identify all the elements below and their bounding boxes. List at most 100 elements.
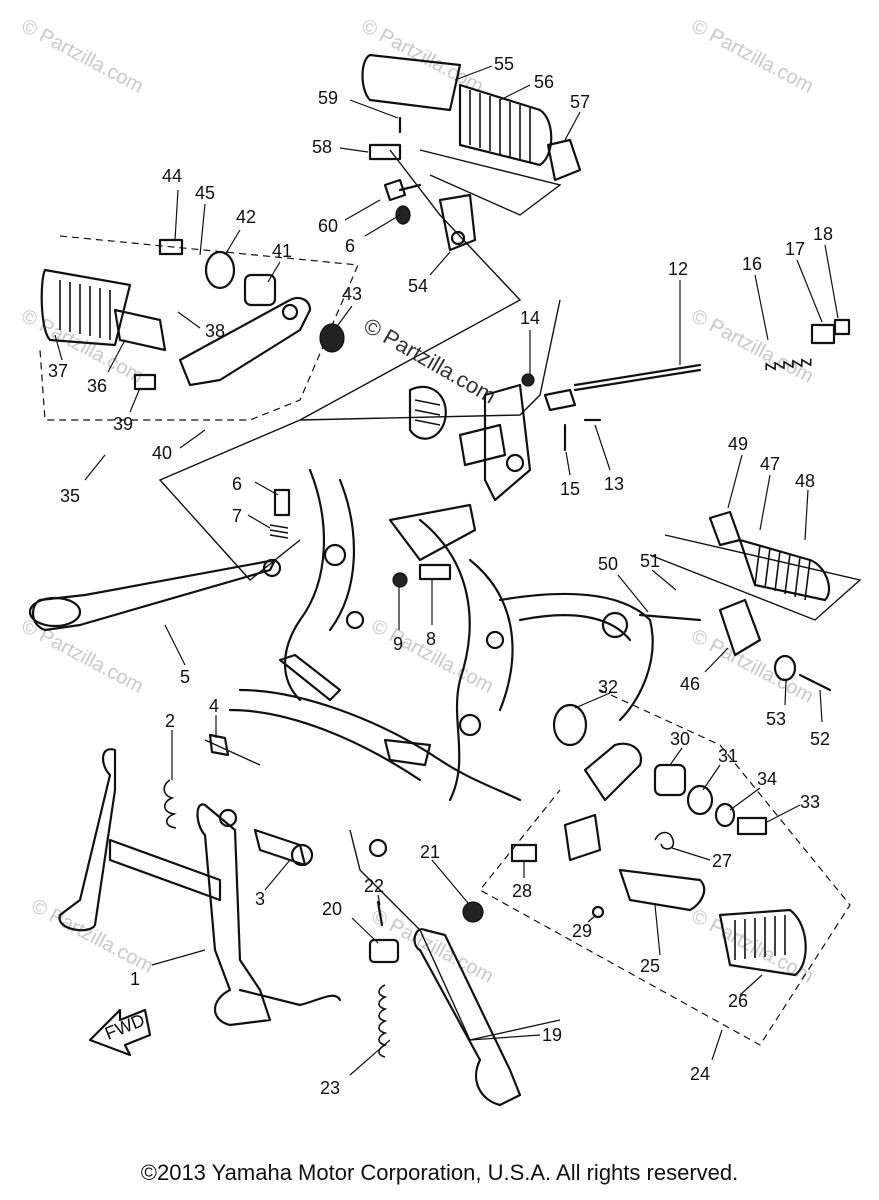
callout-59: 59 <box>318 88 338 108</box>
leader-17 <box>796 259 823 323</box>
callout-39: 39 <box>113 414 133 434</box>
frame-hole <box>323 543 347 567</box>
front-footrest-bracket <box>718 598 762 657</box>
leader-19 <box>469 1034 541 1041</box>
leader-16 <box>754 274 769 341</box>
rear-footrest-left <box>40 238 345 391</box>
watermark: © Partzilla.com <box>688 15 817 98</box>
pin-22 <box>376 900 384 927</box>
pin-39 <box>133 373 157 391</box>
leader-54 <box>429 251 451 276</box>
arm-hole <box>281 303 299 321</box>
callout-41: 41 <box>272 241 292 261</box>
main-stand-kick-arm <box>238 988 342 1007</box>
brake-rod-assembly <box>543 318 851 412</box>
brake-rod <box>573 368 702 392</box>
washer-34 <box>714 802 736 828</box>
forward-direction-arrow: FWD <box>88 1008 152 1057</box>
callout-2: 2 <box>165 711 175 731</box>
footrest-cap <box>546 138 582 182</box>
leader-6a <box>254 481 279 496</box>
brake-nut <box>833 318 851 336</box>
leader-41 <box>267 261 281 283</box>
leader-55 <box>454 65 493 81</box>
leader-43 <box>337 305 353 326</box>
leader-7 <box>247 514 271 529</box>
callout-40: 40 <box>152 443 172 463</box>
callout-48: 48 <box>795 471 815 491</box>
callout-7: 7 <box>232 506 242 526</box>
leader-29 <box>587 914 597 923</box>
bushing <box>243 273 277 307</box>
leader-39 <box>129 387 141 413</box>
callout-numbers: 1 2 3 4 5 6 6 7 8 9 12 13 14 15 16 17 18… <box>48 54 833 1098</box>
callout-34: 34 <box>757 769 777 789</box>
leader-48 <box>804 489 809 541</box>
spring-23 <box>378 984 388 1058</box>
leader-53 <box>784 679 787 706</box>
callout-25: 25 <box>640 956 660 976</box>
boundary-pillion-peg <box>419 149 562 216</box>
frame-lower-rail-inner <box>228 708 422 782</box>
front-footrest-right <box>638 510 832 692</box>
brake-pedal <box>28 558 282 632</box>
frame-stand-mount <box>383 738 432 767</box>
footrest-rubber-ribs <box>469 90 531 163</box>
main-stand <box>58 733 342 1027</box>
callout-9: 9 <box>393 634 403 654</box>
leader-35 <box>84 454 106 481</box>
leader-6b <box>364 214 401 237</box>
leader-18 <box>824 244 839 319</box>
leader-50 <box>617 574 649 613</box>
callout-27: 27 <box>712 851 732 871</box>
leader-31 <box>702 764 721 791</box>
washer-42 <box>204 250 236 290</box>
boundary-clip <box>204 739 261 766</box>
leader-lines <box>54 65 839 1076</box>
callout-46: 46 <box>680 674 700 694</box>
callout-47: 47 <box>760 454 780 474</box>
leader-32 <box>574 692 611 709</box>
nut-9 <box>392 572 408 588</box>
fwd-arrow-shape <box>88 1008 152 1057</box>
callout-20: 20 <box>322 899 342 919</box>
leader-51 <box>651 569 677 591</box>
callout-44: 44 <box>162 166 182 186</box>
bolt-20 <box>368 938 400 964</box>
stand-spring-2 <box>163 779 177 829</box>
footrest-pad-25 <box>618 868 706 912</box>
leader-59 <box>349 99 399 119</box>
leader-15 <box>565 451 571 476</box>
washer <box>395 205 411 225</box>
leader-44 <box>174 189 179 241</box>
boundary-frame-left <box>158 149 522 581</box>
leader-24 <box>711 1029 723 1061</box>
main-stand-leg-left <box>58 748 117 932</box>
callout-35: 35 <box>60 486 80 506</box>
bolt-52 <box>798 673 832 692</box>
frame-hole <box>601 611 629 639</box>
spring-27 <box>654 831 675 850</box>
leader-60 <box>344 199 381 221</box>
washer-53 <box>773 654 797 682</box>
footrest-left-arm <box>178 296 312 387</box>
center-watermark: © Partzilla.com <box>360 313 501 409</box>
callout-42: 42 <box>236 207 256 227</box>
callout-6: 6 <box>232 474 242 494</box>
bushing-30 <box>653 763 687 797</box>
callout-51: 51 <box>640 551 660 571</box>
watermark: © Partzilla.com <box>18 15 147 98</box>
watermark: © Partzilla.com <box>18 615 147 698</box>
stand-bolt-3 <box>253 828 307 867</box>
bracket-hole <box>450 230 466 246</box>
pillion-footrest-upper <box>361 53 582 252</box>
front-footrest-pin <box>638 613 702 622</box>
brake-shaft <box>458 423 507 467</box>
leader-42 <box>224 229 241 256</box>
callout-13: 13 <box>604 474 624 494</box>
pin-8 <box>418 563 452 581</box>
leader-38 <box>177 311 201 329</box>
watermark: © Partzilla.com <box>18 305 147 388</box>
brake-rod-clevis <box>543 388 577 412</box>
